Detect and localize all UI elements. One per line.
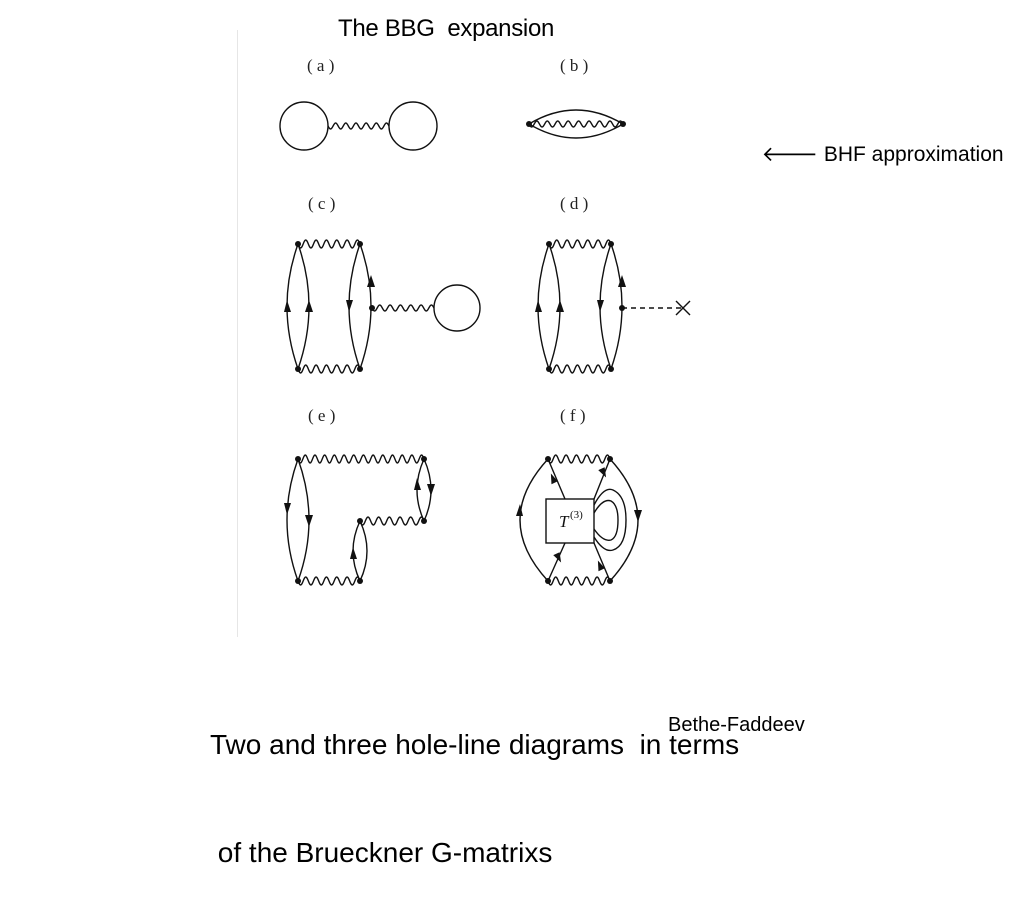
t3-box-label: T (3) [559, 509, 583, 531]
top-interaction [297, 239, 361, 249]
middle-interaction [359, 516, 425, 526]
t3-superscript: (3) [570, 509, 583, 521]
arrow-left-icon: 🡐 [761, 143, 824, 166]
lower-right-arc [359, 520, 368, 582]
t3-symbol: T [559, 512, 570, 531]
inner-line [593, 542, 611, 582]
side-interaction [371, 304, 435, 312]
loop-inner [593, 499, 619, 541]
diagram-c [286, 239, 481, 374]
bubble-left [279, 101, 329, 151]
diagram-label-d: ( d ) [560, 194, 589, 213]
top-interaction [297, 454, 425, 464]
diagram-b [528, 109, 624, 139]
bubble [433, 284, 481, 332]
lower-arc [528, 123, 624, 139]
diagram-f [519, 454, 639, 586]
side-note: Bethe-Faddeev [668, 714, 805, 736]
caption-line-1: Two and three hole-line diagrams in term… [210, 729, 740, 760]
feynman-diagrams: T (3) [279, 101, 691, 586]
inner-line [547, 542, 566, 582]
t3-box [545, 498, 595, 544]
diagram-label-e: ( e ) [308, 406, 336, 425]
upper-arc [528, 109, 624, 125]
outer-right-arc [609, 458, 639, 582]
inner-line [547, 458, 566, 500]
interaction-line [528, 120, 624, 128]
slide-caption: Two and three hole-line diagrams in term… [210, 655, 739, 907]
bubble-right [388, 101, 438, 151]
divider-line [237, 30, 238, 637]
outer-left-arc [519, 458, 549, 582]
diagram-label-f: ( f ) [560, 406, 586, 425]
interaction-line [327, 122, 390, 130]
inner-line [593, 458, 611, 500]
top-interaction [547, 454, 611, 464]
diagram-label-b: ( b ) [560, 56, 589, 75]
bottom-interaction [297, 576, 361, 586]
bottom-interaction [547, 576, 611, 586]
bhf-annotation: 🡐 BHF approximation [750, 118, 1004, 167]
diagram-e [286, 454, 432, 586]
bhf-annotation-text: BHF approximation [823, 143, 1004, 166]
top-interaction [548, 239, 612, 249]
outer-left-arc [286, 458, 299, 582]
cross-mark [675, 300, 691, 316]
bottom-interaction [297, 364, 361, 374]
diagram-label-a: ( a ) [307, 56, 335, 75]
bottom-interaction [548, 364, 612, 374]
diagram-a [279, 101, 438, 151]
loop-outer [593, 488, 627, 552]
caption-line-2: of the Brueckner G-matrixs [210, 837, 553, 868]
diagram-label-c: ( c ) [308, 194, 336, 213]
slide-title: The BBG expansion [338, 15, 555, 42]
outer-right-arc [359, 243, 372, 370]
